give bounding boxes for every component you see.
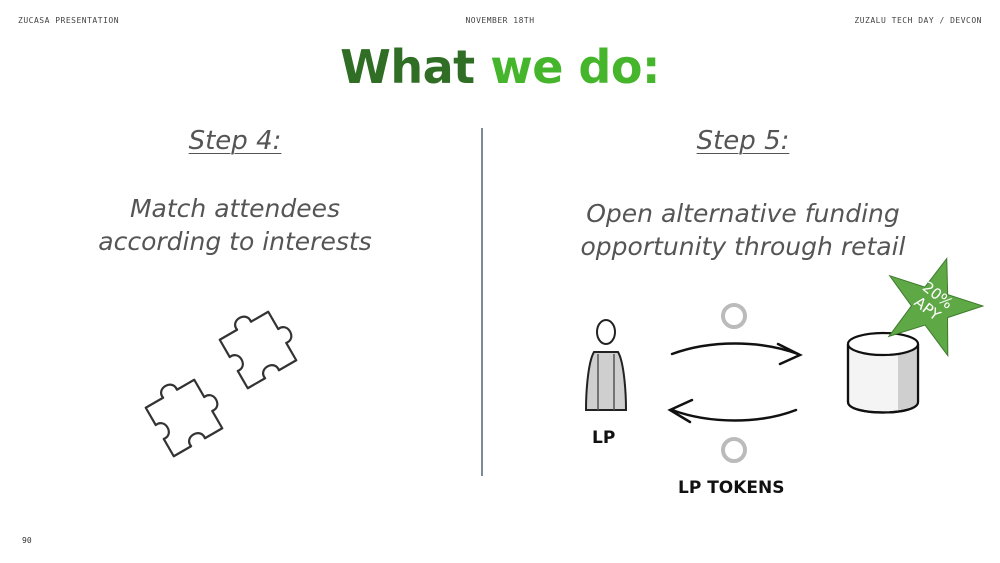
lp-flow-diagram: LP LP TOKENS: [550, 282, 940, 512]
step4-heading: Step 4:: [188, 126, 282, 156]
lp-label: LP: [592, 428, 616, 448]
arrow-right-icon: [670, 342, 803, 366]
column-divider: [481, 128, 483, 476]
title-part-what: What: [340, 40, 475, 94]
header-presentation-name: ZUCASA PRESENTATION: [18, 16, 120, 25]
step5-heading: Step 5:: [696, 126, 790, 156]
coin-icon: [721, 437, 747, 463]
step4-line2: according to interests: [98, 227, 372, 256]
step5-line2: opportunity through retail: [580, 232, 906, 261]
page-number: 90: [22, 536, 32, 545]
lp-tokens-label: LP TOKENS: [678, 478, 785, 498]
cylinder-pool-icon: [846, 331, 920, 414]
puzzle-piece-icon: [218, 310, 298, 390]
coin-icon: [721, 303, 747, 329]
puzzle-pieces-icon: [144, 310, 298, 458]
header-event: ZUZALU TECH DAY / DEVCON: [854, 16, 982, 25]
step4-description: Match attendees according to interests: [40, 192, 430, 258]
step5-line1: Open alternative funding: [586, 199, 900, 228]
step5-description: Open alternative funding opportunity thr…: [528, 197, 958, 263]
star-badge-icon: 20% APY: [887, 257, 985, 358]
header-date: NOVEMBER 18TH: [465, 16, 535, 25]
title-part-we-do: we do:: [490, 40, 660, 94]
step4-line1: Match attendees: [129, 194, 341, 223]
person-icon: [584, 319, 628, 411]
arrow-left-icon: [667, 398, 798, 424]
slide-title: What we do:: [0, 40, 1000, 94]
puzzle-piece-icon: [144, 378, 224, 458]
